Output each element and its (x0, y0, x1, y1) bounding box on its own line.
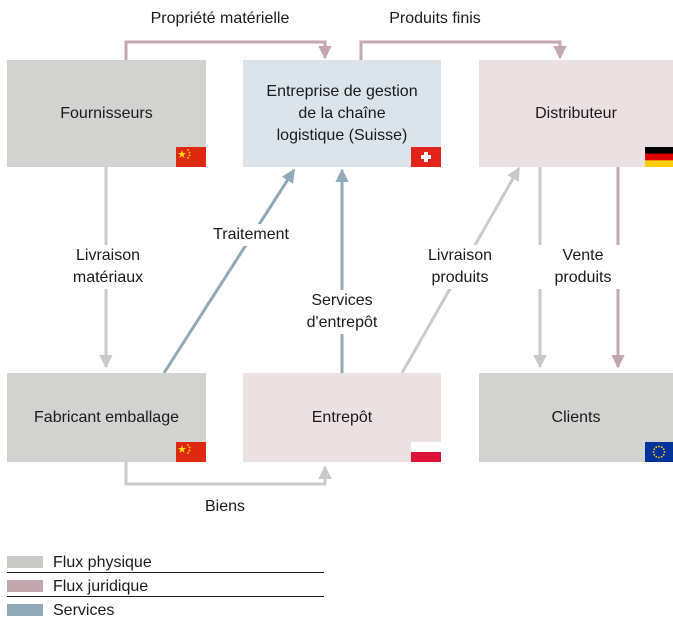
china-flag-icon (176, 147, 206, 167)
legend-swatch-services (7, 604, 43, 616)
legend-label-services: Services (53, 602, 115, 619)
legend-item-physical: Flux physique (7, 553, 324, 573)
label-traitement: Traitement (199, 224, 303, 246)
legend-item-services: Services (7, 601, 324, 620)
edge-biens (124, 462, 332, 486)
node-clients: Clients (479, 373, 673, 462)
legend-label-physical: Flux physique (53, 554, 152, 571)
switzerland-flag-icon (411, 147, 441, 167)
legend-item-legal: Flux juridique (7, 577, 324, 597)
germany-flag-icon (645, 147, 673, 167)
label-biens: Biens (204, 498, 246, 515)
node-entrepot: Entrepôt (243, 373, 441, 462)
node-fournisseurs: Fournisseurs (7, 60, 206, 167)
legend-swatch-physical (7, 556, 43, 568)
edge-propriete-materielle (124, 40, 332, 60)
node-entreprise: Entreprise de gestion de la chaîne logis… (243, 60, 441, 167)
edge-produits-finis (359, 40, 567, 60)
label-services-entrepot: Services d'entrepôt (296, 290, 388, 334)
node-label: Distributeur (535, 104, 617, 122)
label-produits-finis: Produits finis (389, 10, 481, 27)
node-label: Clients (551, 408, 601, 426)
legend-label-legal: Flux juridique (53, 578, 149, 595)
edge-traitement (162, 168, 296, 374)
poland-flag-icon (411, 442, 441, 462)
node-label: Fabricant emballage (34, 408, 179, 426)
node-label: Fournisseurs (60, 104, 153, 122)
node-label: Entrepôt (311, 408, 373, 426)
label-livraison-materiaux: Livraison matériaux (52, 245, 164, 289)
node-label: Entreprise de gestion de la chaîne logis… (266, 82, 418, 144)
label-vente-produits: Vente produits (534, 245, 632, 289)
china-flag-icon (176, 442, 206, 462)
node-fabricant: Fabricant emballage (7, 373, 206, 462)
label-propriete-materielle: Propriété matérielle (150, 10, 290, 27)
legend-swatch-legal (7, 580, 43, 592)
eu-flag-icon (645, 442, 673, 462)
node-distributeur: Distributeur (479, 60, 673, 167)
label-livraison-produits: Livraison produits (414, 245, 506, 289)
